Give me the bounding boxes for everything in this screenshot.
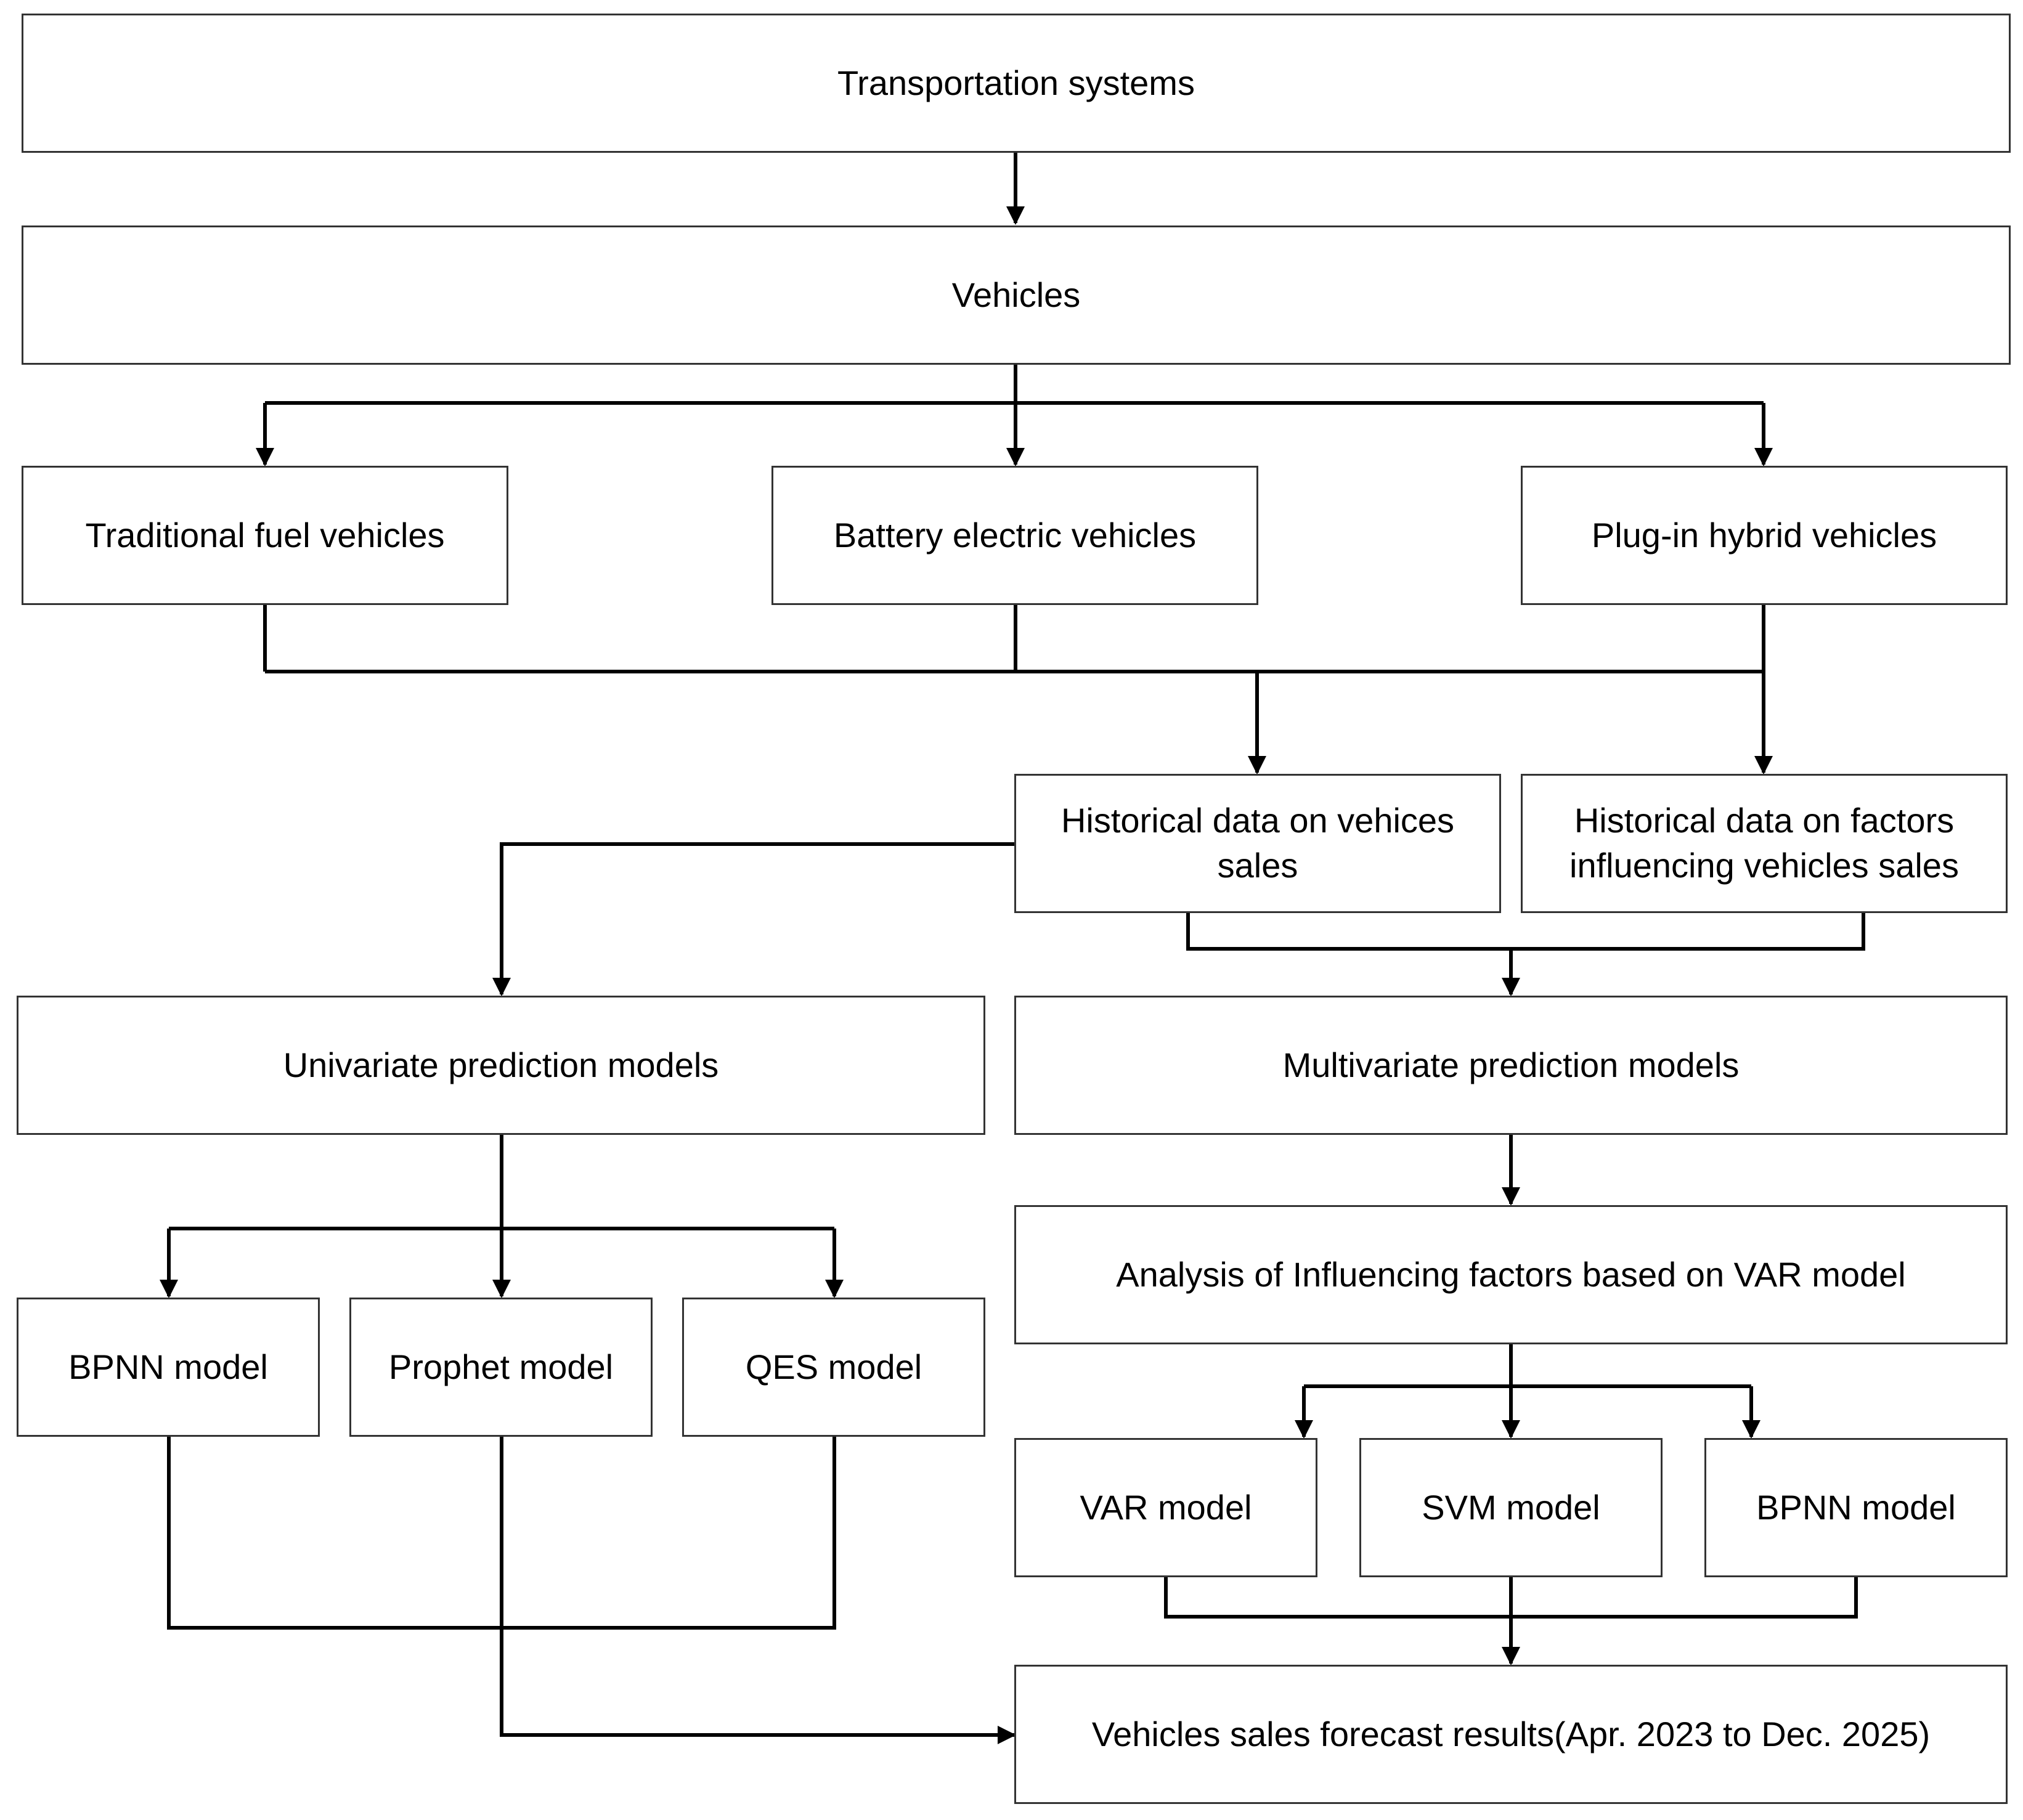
- node-var-model: VAR model: [1014, 1438, 1317, 1577]
- node-label: Prophet model: [388, 1347, 614, 1386]
- node-bpnn-model-univariate: BPNN model: [17, 1298, 320, 1437]
- node-battery-electric-vehicles: Battery electric vehicles: [771, 466, 1258, 605]
- node-plug-in-hybrid-vehicles: Plug-in hybrid vehicles: [1521, 466, 2008, 605]
- node-traditional-fuel-vehicles: Traditional fuel vehicles: [22, 466, 508, 605]
- node-univariate-prediction-models: Univariate prediction models: [17, 996, 985, 1135]
- node-bpnn-model-multivariate: BPNN model: [1704, 1438, 2008, 1577]
- node-label: Analysis of Influencing factors based on…: [1116, 1254, 1906, 1294]
- node-label: Historical data on factors influencing v…: [1569, 801, 1959, 885]
- arrow-hist-sales-to-univariate: [492, 842, 1016, 996]
- node-label: Univariate prediction models: [283, 1045, 719, 1084]
- node-label: Vehicles sales forecast results(Apr. 202…: [1091, 1714, 1931, 1753]
- node-label: Plug-in hybrid vehicles: [1591, 515, 1937, 555]
- node-label: SVM model: [1422, 1487, 1600, 1527]
- node-label: VAR model: [1080, 1487, 1252, 1527]
- node-prophet-model: Prophet model: [349, 1298, 653, 1437]
- node-label: Battery electric vehicles: [833, 515, 1197, 555]
- node-label: Traditional fuel vehicles: [85, 515, 445, 555]
- node-label: BPNN model: [1756, 1487, 1956, 1527]
- node-multivariate-prediction-models: Multivariate prediction models: [1014, 996, 2008, 1135]
- node-label: Transportation systems: [837, 63, 1195, 102]
- arrow-univariate-to-results: [500, 1437, 1016, 1744]
- node-vehicles: Vehicles: [22, 225, 2011, 365]
- node-transportation-systems: Transportation systems: [22, 14, 2011, 153]
- line-hist-merge: [1186, 913, 1865, 951]
- node-var-factor-analysis: Analysis of Influencing factors based on…: [1014, 1205, 2008, 1344]
- node-label: Historical data on vehices sales: [1060, 801, 1455, 885]
- node-forecast-results: Vehicles sales forecast results(Apr. 202…: [1014, 1665, 2008, 1804]
- node-historical-factors-data: Historical data on factors influencing v…: [1521, 774, 2008, 913]
- node-qes-model: QES model: [682, 1298, 985, 1437]
- node-label: QES model: [745, 1347, 922, 1386]
- node-label: Vehicles: [951, 275, 1081, 314]
- node-historical-sales-data: Historical data on vehices sales: [1014, 774, 1501, 913]
- node-label: BPNN model: [68, 1347, 268, 1386]
- node-label: Multivariate prediction models: [1282, 1045, 1740, 1084]
- node-svm-model: SVM model: [1359, 1438, 1663, 1577]
